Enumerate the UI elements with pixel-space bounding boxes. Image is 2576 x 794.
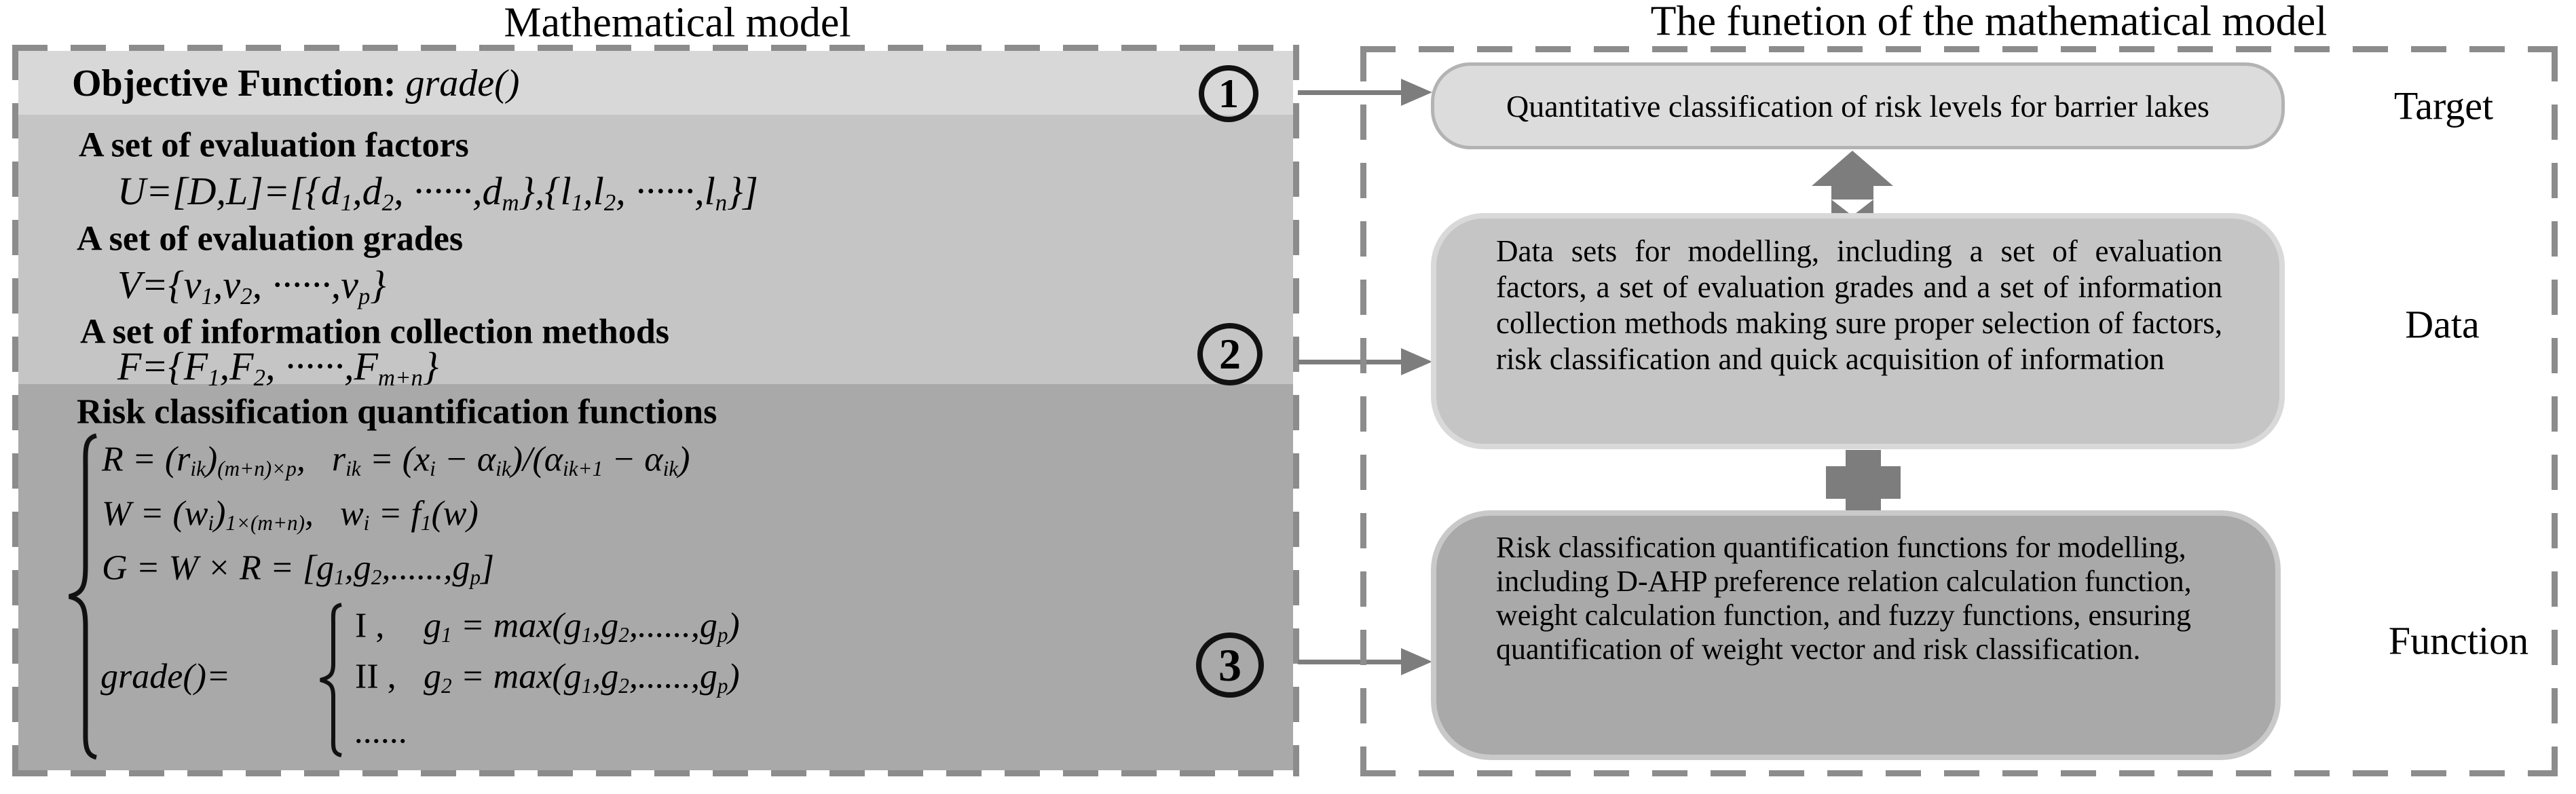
formula-weight-w: W = (wi)1×(m+n), wi = f1(w) — [102, 494, 479, 535]
left-box-border-right — [1293, 45, 1299, 776]
model-function-box — [1360, 46, 2558, 776]
target-label: Target — [2393, 83, 2494, 128]
step-marker-3: 3 — [1196, 632, 1264, 698]
target-box: Quantitative classification of risk leve… — [1431, 62, 2285, 149]
right-panel-title: The funetion of the mathematical model — [1650, 0, 2328, 45]
step-marker-1-number: 1 — [1218, 71, 1239, 116]
grade-case-2-label: II , — [355, 657, 396, 696]
grade-case-ellipsis: ...... — [355, 712, 408, 751]
function-box-text: Risk classification quantification funct… — [1496, 531, 2192, 666]
up-arrow-icon — [1812, 151, 1893, 216]
data-label: Data — [2405, 302, 2480, 347]
grade-case-1: I , g1 = max(g1,g2,......,gp) — [355, 606, 740, 645]
data-box-text: Data sets for modelling, including a set… — [1496, 234, 2222, 376]
objective-function-line: Objective Function: grade() — [72, 62, 520, 105]
risk-functions-section — [18, 384, 1293, 770]
evaluation-sets-section — [18, 115, 1293, 384]
right-box-border-top — [1360, 46, 2558, 52]
left-box-border-bottom — [12, 770, 1299, 776]
grade-function-lhs: grade()= — [100, 657, 231, 696]
right-box-border-right — [2552, 46, 2558, 776]
plus-icon — [1826, 450, 1901, 516]
step-marker-1: 1 — [1199, 65, 1258, 122]
left-box-border-left — [12, 45, 18, 776]
risk-functions-heading: Risk classification quantification funct… — [77, 392, 717, 432]
inner-curly-brace — [320, 603, 342, 757]
right-box-border-bottom — [1360, 770, 2558, 776]
grade-case-1-expr: g1 = max(g1,g2,......,gp) — [424, 606, 740, 647]
target-box-text: Quantitative classification of risk leve… — [1506, 88, 2209, 124]
data-box: Data sets for modelling, including a set… — [1431, 213, 2285, 449]
right-box-border-left — [1360, 46, 1366, 776]
step-marker-2: 2 — [1197, 323, 1263, 385]
grade-case-1-label: I , — [355, 606, 385, 645]
step-marker-2-number: 2 — [1219, 330, 1241, 378]
function-box: Risk classification quantification funct… — [1431, 510, 2281, 760]
methods-formula: F={F1,F2, ······,Fm+n} — [117, 344, 439, 391]
step-marker-3-number: 3 — [1218, 639, 1242, 691]
mathematical-model-box: Objective Function: grade() A set of eva… — [12, 45, 1299, 776]
formula-matrix-r: R = (rik)(m+n)×p, rik = (xi − αik)/(αik+… — [102, 440, 690, 481]
methods-heading: A set of information collection methods — [80, 312, 670, 352]
factors-heading: A set of evaluation factors — [79, 126, 469, 165]
left-panel-title: Mathematical model — [504, 0, 851, 46]
grade-case-2-expr: g2 = max(g1,g2,......,gp) — [424, 657, 740, 698]
outer-curly-brace — [69, 433, 98, 760]
formula-g-vector: G = W × R = [g1,g2,......,gp] — [102, 548, 495, 590]
grades-formula: V={v1,v2, ······,vp} — [117, 263, 386, 309]
function-label: Function — [2388, 618, 2529, 663]
objective-function-label: Objective Function: — [72, 62, 396, 105]
objective-function-value: grade() — [405, 62, 520, 105]
grades-heading: A set of evaluation grades — [77, 219, 464, 259]
left-box-border-top — [12, 45, 1299, 51]
factors-formula: U=[D,L]=[{d1,d2, ······,dm},{l1,l2, ····… — [117, 169, 758, 216]
grade-case-2: II , g2 = max(g1,g2,......,gp) — [355, 657, 740, 696]
